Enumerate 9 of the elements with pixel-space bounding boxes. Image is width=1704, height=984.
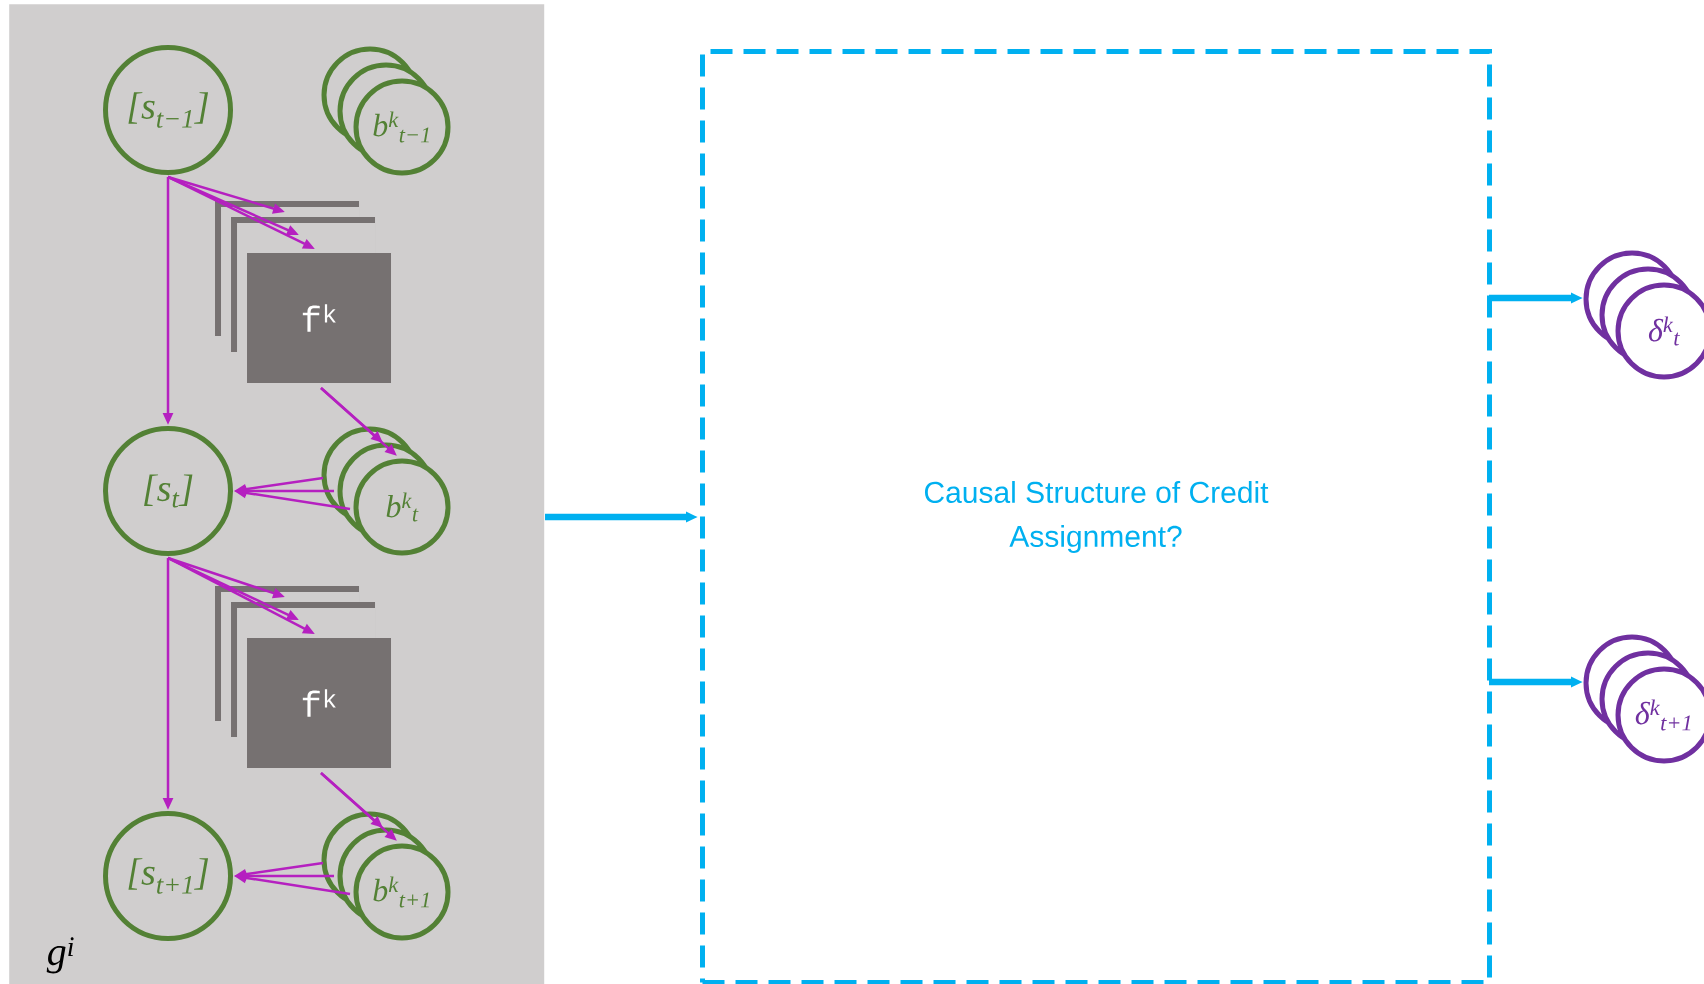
stacked-box: f$^{k}$ <box>215 201 391 383</box>
node-label: δ$^{k}$$_{t}$ <box>1648 316 1680 346</box>
circle-stack: b$^{k}$t+1 <box>321 811 451 941</box>
stacked-box: f$^{k}$ <box>215 586 391 768</box>
circle-stack: δ$^{k}$t+1 <box>1583 634 1704 764</box>
dashed-box: Causal Structure of Credit Assignment? <box>700 49 1492 984</box>
circle-stack: δ$^{k}$$_{t}$ <box>1583 250 1704 380</box>
circle-stack: b$^{k}$$_{t}$ <box>321 426 451 556</box>
circle-stack: b$^{k}$t−1 <box>321 46 451 176</box>
